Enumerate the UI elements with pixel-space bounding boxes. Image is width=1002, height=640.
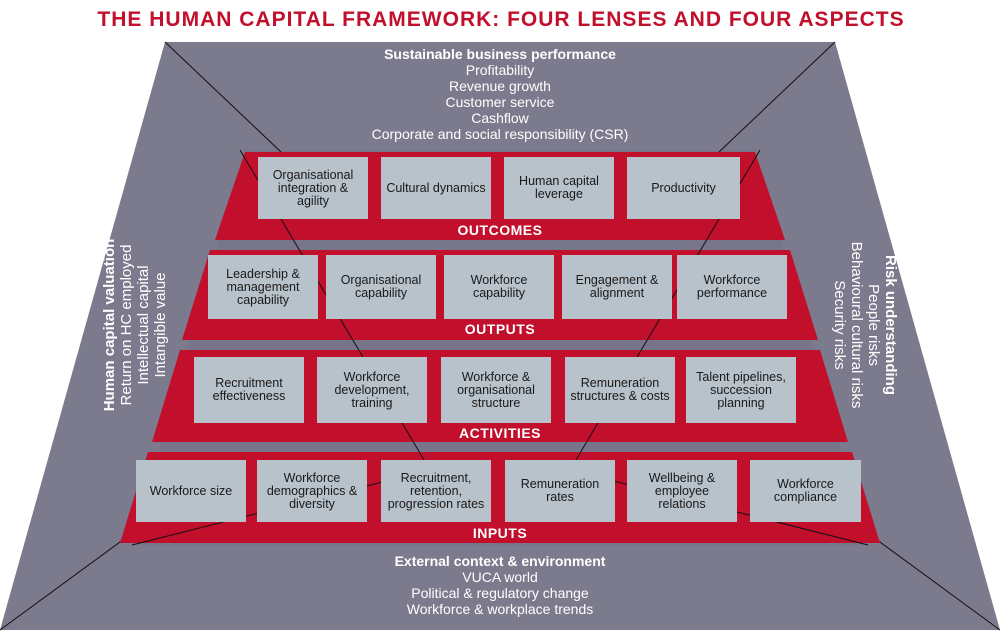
lens-left-item: Intangible value [152,272,169,378]
lens-top-heading: Sustainable business performance [384,46,616,62]
box-remuneration-structures: Remuneration structures & costs [565,357,675,423]
box-wellbeing-relations: Wellbeing & employee relations [627,460,737,522]
lens-bottom-item: Workforce & workplace trends [406,601,594,617]
box-leadership-capability: Leadership & management capability [208,255,318,319]
lens-left-item: Return on HC employed [118,244,135,406]
diagonal-left-top [164,41,301,171]
lens-top-item: Revenue growth [449,78,551,94]
box-workforce-development: Workforce development, training [317,357,427,423]
lens-external-context: External context & environment VUCA worl… [250,553,750,617]
box-remuneration-rates: Remuneration rates [505,460,615,522]
box-talent-pipelines: Talent pipelines, succession planning [686,357,796,423]
lens-left-heading: Human capital valuation [101,238,118,412]
lens-top-item: Corporate and social responsibility (CSR… [371,126,629,142]
box-organisational-integration: Organisational integration & agility [258,157,368,219]
band-label-outputs: OUTPUTS [464,321,536,337]
box-workforce-performance: Workforce performance [677,255,787,319]
lens-left-item: Intellectual capital [135,265,152,385]
box-engagement-alignment: Engagement & alignment [562,255,672,319]
diagram-title: THE HUMAN CAPITAL FRAMEWORK: FOUR LENSES… [97,8,905,31]
box-workforce-structure: Workforce & organisational structure [441,357,551,423]
inner-trapezoid [132,150,868,545]
lens-top-item: Profitability [465,62,535,78]
diagonal-right-top [699,41,836,171]
box-workforce-demographics: Workforce demographics & diversity [257,460,367,522]
box-cultural-dynamics: Cultural dynamics [381,157,491,219]
box-recruitment-effectiveness: Recruitment effectiveness [194,357,304,423]
box-workforce-capability: Workforce capability [444,255,554,319]
box-organisational-capability: Organisational capability [326,255,436,319]
lens-bottom-heading: External context & environment [394,553,606,569]
lens-risk-understanding: Risk understanding People risks Behaviou… [831,242,899,409]
lens-top-item: Cashflow [471,110,529,126]
lens-bottom-item: VUCA world [462,569,538,585]
lens-right-heading: Risk understanding [882,254,899,396]
box-recruitment-retention: Recruitment, retention, progression rate… [381,460,491,522]
box-workforce-size: Workforce size [136,460,246,522]
lens-top-item: Customer service [445,94,555,110]
lens-business-performance: Sustainable business performance Profita… [250,46,750,142]
box-productivity: Productivity [627,157,740,219]
box-workforce-compliance: Workforce compliance [750,460,861,522]
band-label-outcomes: OUTCOMES [457,222,543,238]
box-human-capital-leverage: Human capital leverage [504,157,614,219]
lens-human-capital-valuation: Human capital valuation Return on HC emp… [101,239,169,412]
lens-right-item: Security risks [831,280,848,370]
lens-right-item: People risks [865,284,882,366]
lens-bottom-item: Political & regulatory change [411,585,589,601]
band-label-inputs: INPUTS [472,525,528,541]
lens-right-item: Behavioural cultural risks [848,241,865,409]
band-label-activities: ACTIVITIES [458,425,541,441]
